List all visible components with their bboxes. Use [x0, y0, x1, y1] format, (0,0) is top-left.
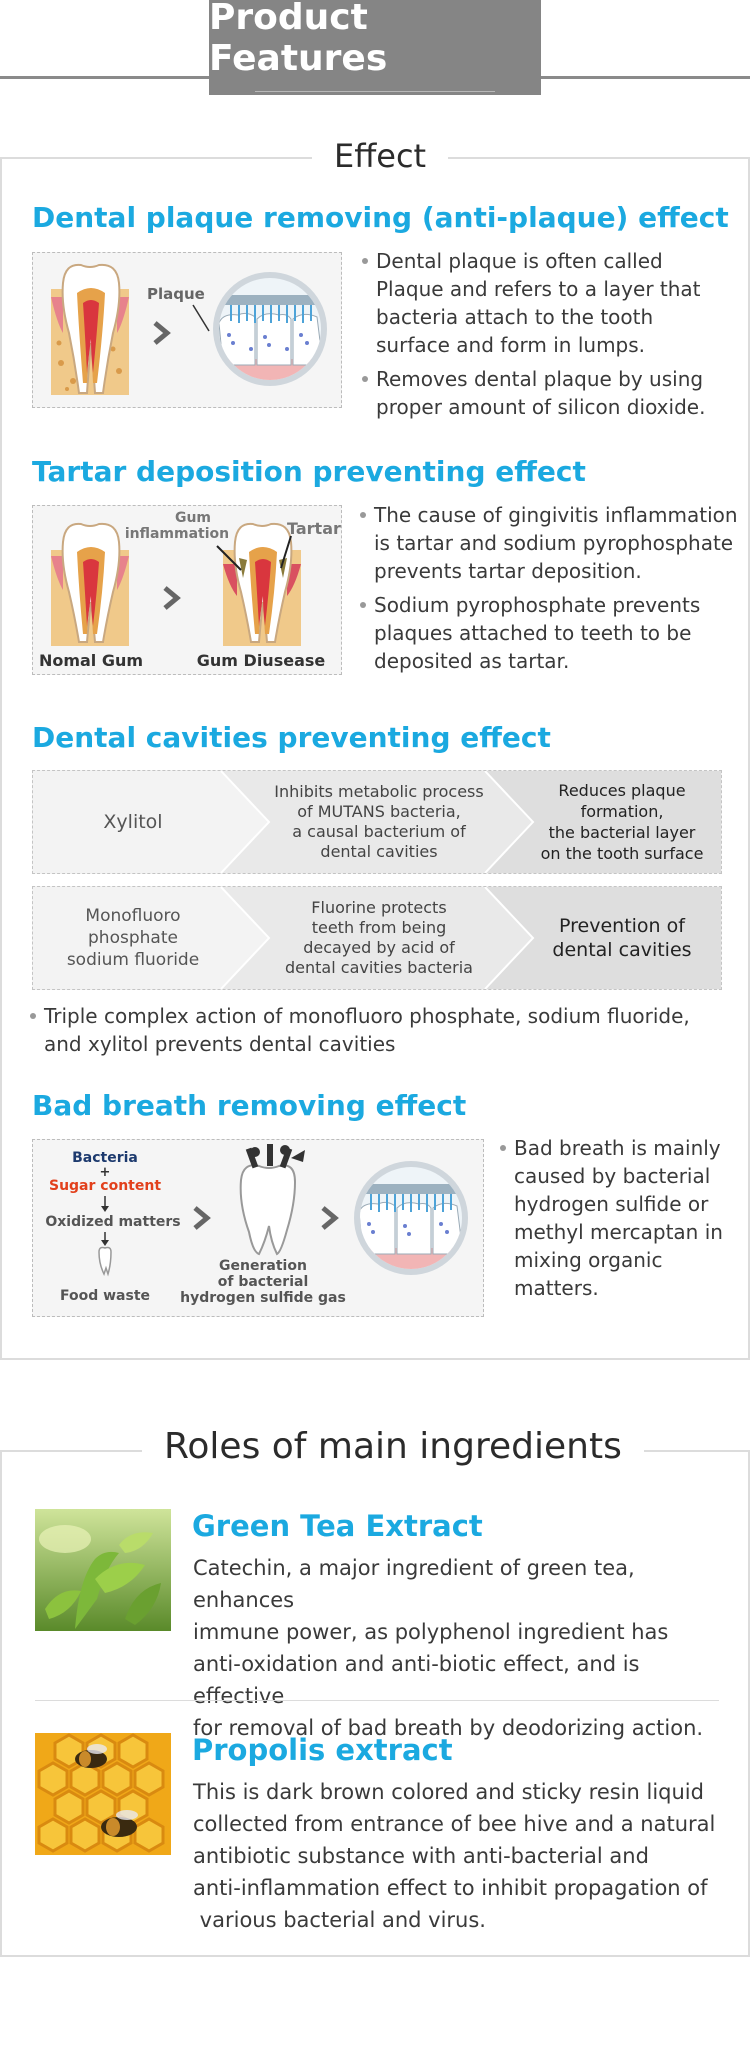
breath-title: Bad breath removing effect — [32, 1089, 467, 1122]
row1-ingredient-lines: Xylitol — [103, 811, 163, 833]
roles-section: Roles of main ingredients Green Tea Extr… — [0, 1426, 750, 1957]
breath-illustration: Bacteria + Sugar content Oxidized matter… — [32, 1139, 484, 1317]
tartar-title: Tartar deposition preventing effect — [32, 455, 586, 488]
cavities-flow-row-1: Xylitol Inhibits metabolic process of MU… — [32, 770, 722, 874]
row2-ingredient: Monofluoro phosphate sodium fluoride — [66, 906, 200, 970]
row1-mechanism: Inhibits metabolic process of MUTANS bac… — [274, 782, 484, 861]
green-tea-image — [35, 1509, 171, 1631]
plaque-label: Plaque — [147, 285, 205, 303]
green-tea-title: Green Tea Extract — [192, 1509, 483, 1543]
food-waste-label: Food waste — [60, 1288, 150, 1304]
roles-title: Roles of main ingredients — [142, 1426, 644, 1467]
cavities-title: Dental cavities preventing effect — [32, 721, 551, 754]
plaque-title: Dental plaque removing (anti-plaque) eff… — [32, 201, 729, 234]
ingredient-divider — [35, 1700, 719, 1701]
breath-bullets: Bad breath is mainly caused by bacterial… — [498, 1134, 728, 1308]
generation-label-2: of bacterial — [218, 1274, 309, 1290]
svg-text:+: + — [100, 1165, 111, 1180]
tartar-label: Tartar — [287, 519, 341, 538]
propolis-desc: This is dark brown colored and sticky re… — [193, 1780, 716, 1932]
tartar-bullets: The cause of gingivitis inflammation is … — [358, 501, 738, 681]
oxidized-label: Oxidized matters — [45, 1214, 180, 1230]
plaque-illustration: Plaque — [32, 252, 342, 408]
gum-inflammation-label-2: inflammation — [125, 526, 229, 542]
effect-title: Effect — [312, 137, 449, 175]
plaque-bullet-1: Dental plaque is often called Plaque and… — [360, 247, 730, 359]
sugar-label: Sugar content — [49, 1178, 161, 1194]
tartar-illustration: Gum inflammation Tartar Nomal Gum Gum Di… — [32, 505, 342, 675]
normal-gum-label: Nomal Gum — [39, 651, 143, 670]
propolis-image — [35, 1733, 171, 1855]
tartar-bullet-1: The cause of gingivitis inflammation is … — [358, 501, 738, 585]
plaque-bullets: Dental plaque is often called Plaque and… — [360, 247, 730, 427]
effect-section: Effect Dental plaque removing (anti-plaq… — [0, 137, 750, 1360]
gum-disease-label: Gum Diusease — [197, 651, 326, 670]
bacteria-label: Bacteria — [72, 1150, 138, 1166]
page-title: Product Features — [209, 0, 388, 79]
cavities-flow-row-2: Monofluoro phosphate sodium fluoride Flu… — [32, 886, 722, 990]
breath-bullet: Bad breath is mainly caused by bacterial… — [498, 1134, 728, 1302]
generation-label-1: Generation — [219, 1258, 307, 1274]
row2-mechanism: Fluorine protects teeth from being decay… — [285, 898, 473, 977]
plaque-bullet-2: Removes dental plaque by using proper am… — [360, 365, 730, 421]
generation-label-3: hydrogen sulfide gas — [180, 1290, 346, 1306]
green-tea-desc: Catechin, a major ingredient of green te… — [193, 1556, 704, 1740]
row2-result: Prevention of dental cavities — [552, 915, 692, 961]
tartar-bullet-2: Sodium pyrophosphate prevents plaques at… — [358, 591, 738, 675]
propolis-title: Propolis extract — [192, 1733, 453, 1767]
header-underline — [255, 91, 495, 92]
row1-result: Reduces plaque formation, the bacterial … — [540, 781, 704, 863]
header-tab: Product Features — [209, 0, 541, 95]
cavities-note: Triple complex action of monofluoro phos… — [28, 1002, 718, 1064]
row1-ingredient: Xylitol — [33, 771, 233, 873]
gum-inflammation-label-1: Gum — [175, 510, 211, 526]
